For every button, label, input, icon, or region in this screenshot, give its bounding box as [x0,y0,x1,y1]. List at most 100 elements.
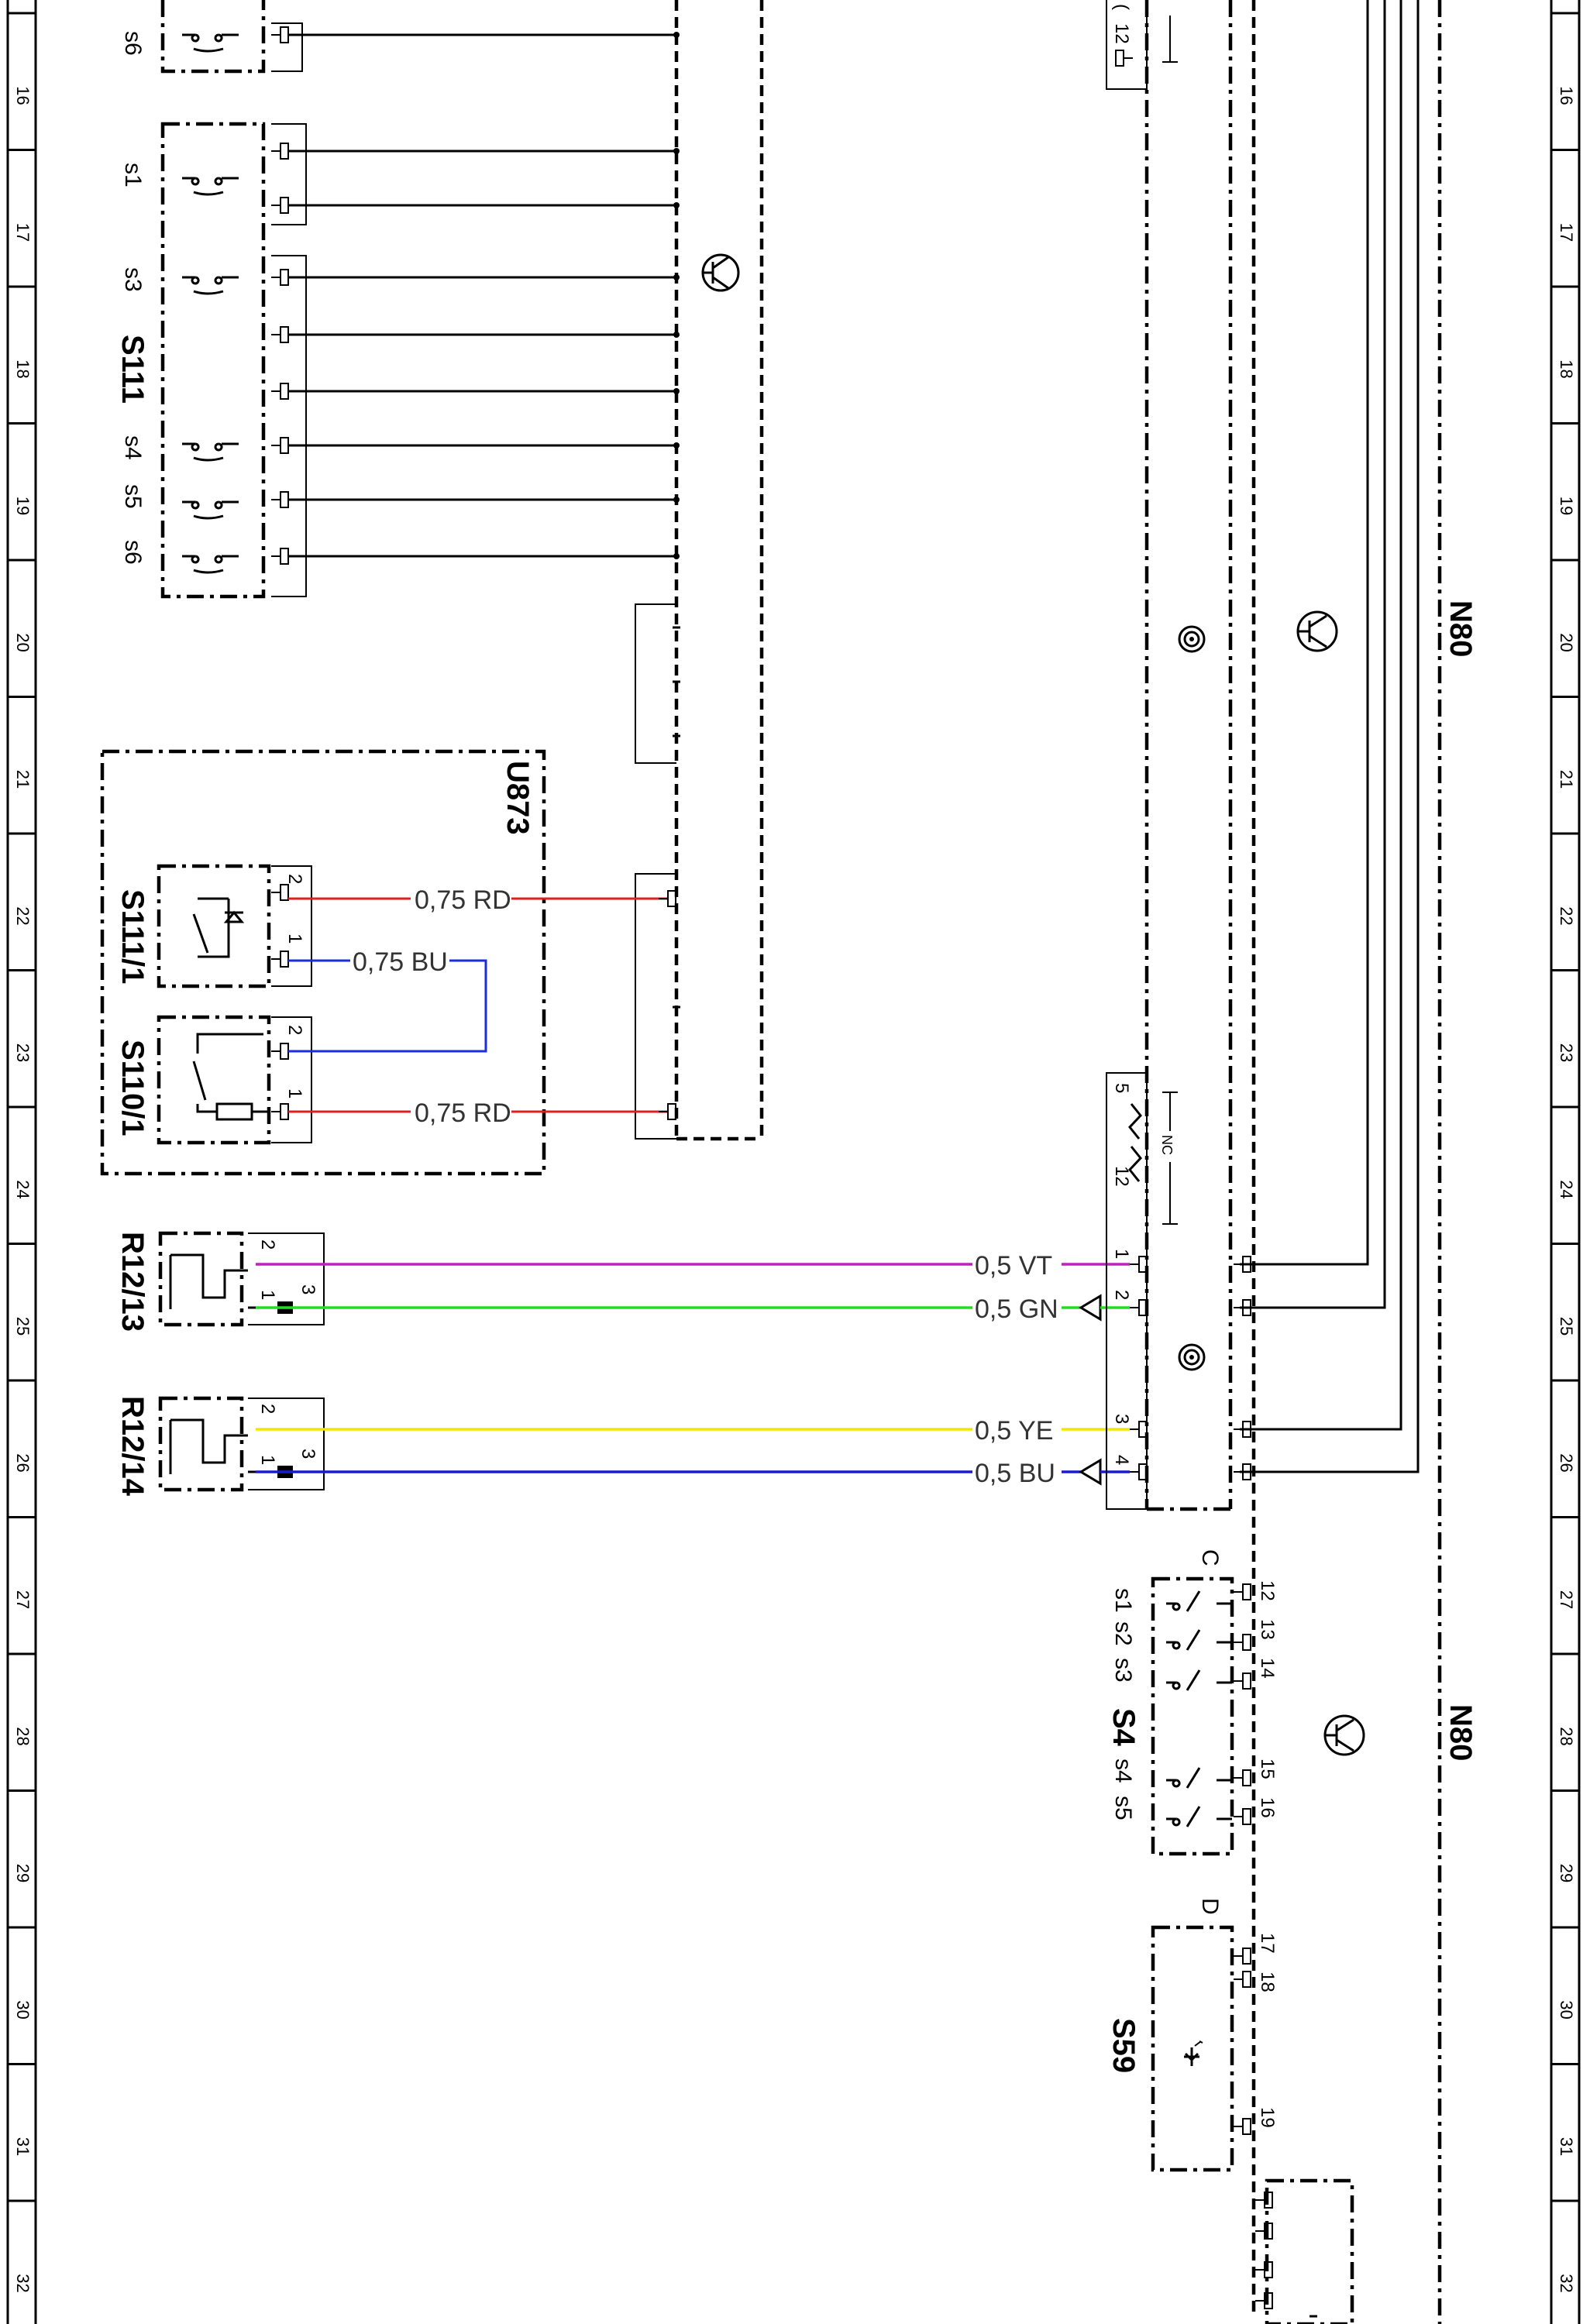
r12-13-pin-3: 3 [298,1284,318,1294]
s111-1-block [157,864,312,988]
s110-1-block [157,1015,312,1145]
grid-number-right: 25 [1557,1317,1576,1336]
s4-label: S4 [1106,1708,1141,1747]
s4-contact-s4: s4 [1110,1758,1136,1783]
grid-number-left: 24 [13,1180,33,1198]
switch-symbol [1166,1669,1232,1691]
grid-number-right: 22 [1557,906,1576,925]
wire-w7-gauge: 0,5 BU [975,1459,1055,1488]
grid-number-left: 20 [13,633,33,651]
right-grid-rail [1550,0,1581,2324]
s59-label: S59 [1106,2018,1141,2073]
s111-signal-wires [271,26,680,565]
switch-symbol [1166,1767,1232,1789]
s111-contact-s3: s3 [120,267,146,292]
grid-number-left: 22 [13,906,33,925]
wire-w1-gauge: 0,75 RD [415,885,511,915]
contact-symbol [182,442,239,462]
connector-mid-nc: NC [1159,1135,1175,1155]
grid-number-left: 26 [13,1453,33,1472]
grid-number-right: 19 [1557,497,1576,515]
s111-contact-s4: s4 [120,435,146,460]
s59-group-label: D [1197,1898,1223,1915]
r12-14-label: R12/14 [115,1396,150,1497]
s4-contact-s1: s1 [1110,1588,1136,1613]
grid-number-left: 31 [13,2137,33,2156]
grid-number-left: 18 [13,359,33,378]
n80-label-bottom: N80 [1444,1704,1478,1761]
pin-mark [271,548,289,565]
pin-mark [271,383,289,400]
pin-mark [271,326,289,343]
transistor-symbol-n80-top [1296,610,1338,652]
wire-w3-gauge: 0,75 RD [415,1098,511,1128]
spiral-icon [1178,625,1206,653]
grid-number-left: 17 [13,223,33,242]
grid-number-left: 19 [13,497,33,515]
s4-contact-s5: s5 [1110,1796,1136,1820]
junction-dot [673,148,680,154]
transistor-symbol-top [701,253,740,292]
wire-w2 [288,959,487,1053]
connector-mid-pin-2: 2 [1111,1290,1132,1300]
n80-module [1106,0,1442,2324]
grid-number-left: 27 [13,1590,33,1609]
pin-mark [271,269,289,286]
s4-contact-s3: s3 [1110,1658,1136,1683]
pin-mark [271,26,289,43]
s111-1-pin-1: 1 [284,933,305,944]
contact-symbol [182,500,239,520]
spiral-icon [1178,1343,1206,1371]
s111-block [160,0,307,599]
wire-w2-gauge: 0,75 BU [353,947,448,977]
s59-pin-17: 17 [1257,1933,1278,1954]
wire-w5 [256,1294,1130,1322]
grid-number-right: 30 [1557,2000,1576,2019]
wire-w4-gauge: 0,5 VT [975,1251,1052,1281]
grid-number-right: 17 [1557,223,1576,242]
s59-pin-18: 18 [1257,1972,1278,1992]
connector-mid-pin-4: 4 [1111,1455,1132,1465]
grid-number-left: 23 [13,1043,33,1062]
contact-symbol [182,276,239,295]
s4-group-label: C [1197,1549,1223,1566]
grid-ticks [8,12,1579,2202]
pin-mark [271,197,289,214]
wire-w1 [288,890,676,907]
grid-number-right: 31 [1557,2137,1576,2156]
u873-label: U873 [501,761,535,835]
s111-contact-s6: s6 [120,540,146,565]
s4-contact-s2: s2 [1110,1621,1136,1646]
wire-w7 [256,1458,1130,1486]
s111-label: S111 [115,335,150,404]
pin-mark [271,437,289,454]
grid-number-left: 30 [13,2000,33,2019]
wire-w3 [288,1103,676,1120]
connector-top-pin-12: 12 [1111,23,1132,44]
s4-pin-16: 16 [1257,1797,1278,1818]
r12-14-pin-3: 3 [298,1449,318,1459]
s111-contact-symbols [182,33,239,574]
pin-mark [271,491,289,508]
switch-symbol [1166,1629,1232,1651]
pin-mark [271,143,289,160]
u873-pin-marks [271,884,289,1120]
wire-w6-gauge: 0,5 YE [975,1416,1053,1446]
r12-14-pin-2: 2 [257,1404,278,1414]
grid-number-right: 29 [1557,1864,1576,1882]
s111-contact-s5: s5 [120,484,146,509]
grid-number-left: 21 [13,770,33,789]
s4-block [1151,1576,1251,1856]
grid-number-right: 24 [1557,1180,1576,1198]
grid-number-right: 16 [1557,86,1576,105]
grid-number-left: 28 [13,1727,33,1745]
connector-top-bracket: ( [1111,4,1132,10]
switch-symbol [1166,1590,1232,1612]
grid-number-left: 32 [13,2274,33,2292]
s111-1-pin-2: 2 [284,874,305,884]
s4-pin-15: 15 [1257,1758,1278,1779]
grid-number-right: 26 [1557,1453,1576,1472]
n80-label-top: N80 [1444,600,1478,657]
